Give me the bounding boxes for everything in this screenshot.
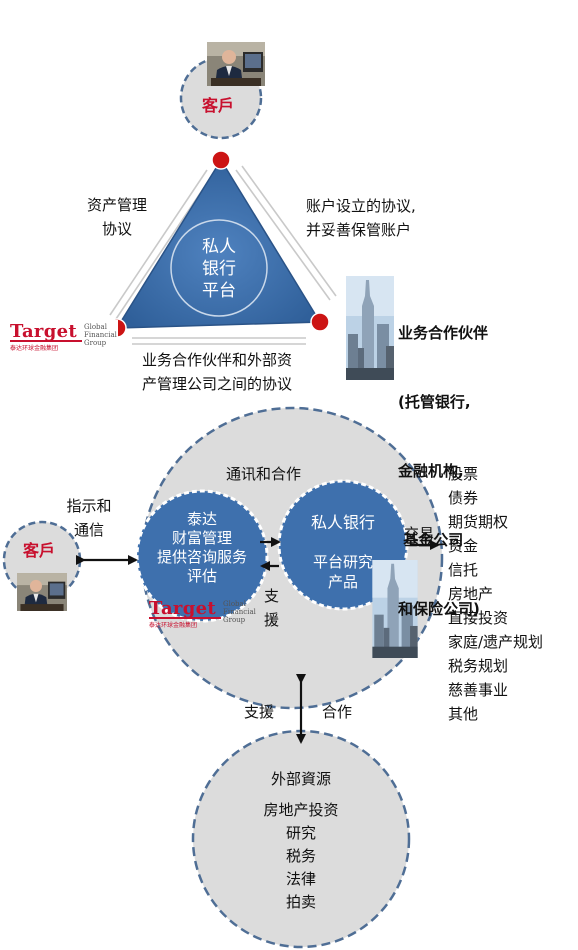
partner-label: 业务合作伙伴 (托管银行, 金融机构, 基金公司 和保险公司) (398, 276, 488, 667)
external-item: 研究 (285, 824, 316, 842)
top-skyline-photo (346, 276, 394, 380)
product-item: 股票 (448, 465, 479, 483)
private-bank-sub: 平台研究 产品 (293, 552, 393, 592)
triangle-center-line: 私人 (202, 237, 236, 257)
support-label: 支援 (244, 703, 275, 721)
partner-line: 基金公司 (398, 531, 464, 549)
product-item: 慈善事业 (448, 681, 509, 699)
right-agreement-label: 账户设立的协议, 并妥善保管账户 (306, 194, 416, 242)
instruct-line: 指示和 (66, 497, 112, 515)
external-item: 法律 (285, 870, 316, 888)
product-item: 直接投资 (448, 609, 509, 627)
product-item: 房地产 (448, 585, 494, 603)
support-inner-line: 支 (264, 587, 280, 605)
taida-line: 财富管理 (171, 529, 232, 547)
left-agreement-line: 协议 (101, 220, 132, 238)
triangle-inner-circle (170, 219, 268, 317)
taida-label: 泰达 财富管理 提供咨询服务 评估 (137, 510, 267, 586)
node-client (211, 150, 231, 170)
logo-sub-text: Global Financial Group (223, 600, 256, 624)
external-item: 房地产投资 (263, 801, 339, 819)
top-client-label: 客戶 (202, 96, 235, 115)
triangle (115, 158, 322, 329)
product-item: 债券 (448, 489, 479, 507)
support-inner-line: 援 (264, 611, 280, 629)
circle-title: 通讯和合作 (226, 465, 302, 483)
private-bank-title: 私人银行 (310, 513, 375, 532)
product-list: 股票 债券 期货期权 资金 信托 房地产 直接投资 家庭/遗产规划 税务规划 慈… (448, 462, 543, 726)
bottom-skyline-photo (372, 560, 418, 658)
bottom-agreement-line: 业务合作伙伴和外部资 (141, 351, 292, 369)
instruct-line: 通信 (73, 521, 104, 539)
logo-bar (149, 617, 221, 619)
taida-line: 评估 (186, 567, 217, 585)
left-agreement-label: 资产管理 协议 (72, 193, 162, 241)
bottom-client-photo (17, 573, 67, 611)
external-item: 税务 (285, 847, 316, 865)
cooperate-label: 合作 (322, 703, 353, 721)
logo-main-text: Target (10, 321, 77, 342)
product-item: 信托 (448, 561, 479, 579)
product-item: 期货期权 (448, 513, 509, 531)
product-item: 税务规划 (448, 657, 509, 675)
partner-line: (托管银行, (398, 393, 471, 411)
logo-tagline: 泰达环球金融集团 (10, 345, 59, 352)
private-bank-sub-line: 平台研究 (312, 553, 373, 571)
triangle-center-line: 银行 (202, 259, 236, 279)
left-agreement-line: 资产管理 (86, 196, 147, 214)
logo-sub-text: Global Financial Group (84, 323, 117, 347)
logo-bar (10, 340, 82, 342)
arrows (76, 537, 440, 744)
triangle-center-label: 私人 银行 平台 (189, 236, 249, 302)
partner-line: 和保险公司) (398, 600, 480, 618)
right-agreement-line: 并妥善保管账户 (306, 221, 412, 239)
trade-label: 交易 (404, 525, 435, 543)
external-list: 房地产投资 研究 税务 法律 拍卖 (241, 799, 361, 914)
partner-line: 金融机构, (398, 462, 464, 480)
target-logo-bottom: Target 泰达环球金融集团 Global Financial Group (147, 597, 257, 631)
support-inner-label: 支 援 (264, 584, 279, 632)
logo-main-text: Target (149, 598, 216, 619)
logo-tagline: 泰达环球金融集团 (149, 622, 198, 629)
bottom-agreement-line: 产管理公司之间的协议 (141, 375, 292, 393)
top-client-photo (207, 42, 265, 86)
taida-line: 泰达 (186, 510, 217, 528)
taida-line: 提供咨询服务 (156, 548, 247, 566)
private-bank-sub-line: 产品 (327, 573, 358, 591)
bottom-client-label: 客戶 (23, 541, 56, 560)
target-logo-top: Target 泰达环球金融集团 Global Financial Group (8, 320, 118, 354)
instruct-label: 指示和 通信 (54, 494, 124, 542)
bottom-agreement-label: 业务合作伙伴和外部资 产管理公司之间的协议 (112, 348, 322, 396)
product-item: 其他 (448, 705, 479, 723)
triangle-center-line: 平台 (202, 281, 236, 301)
external-title: 外部資源 (270, 770, 331, 788)
external-item: 拍卖 (285, 893, 316, 911)
product-item: 资金 (448, 537, 479, 555)
right-agreement-line: 账户设立的协议, (306, 197, 416, 215)
partner-line: 业务合作伙伴 (398, 324, 489, 342)
product-item: 家庭/遗产规划 (448, 633, 544, 651)
node-partner (310, 312, 330, 332)
